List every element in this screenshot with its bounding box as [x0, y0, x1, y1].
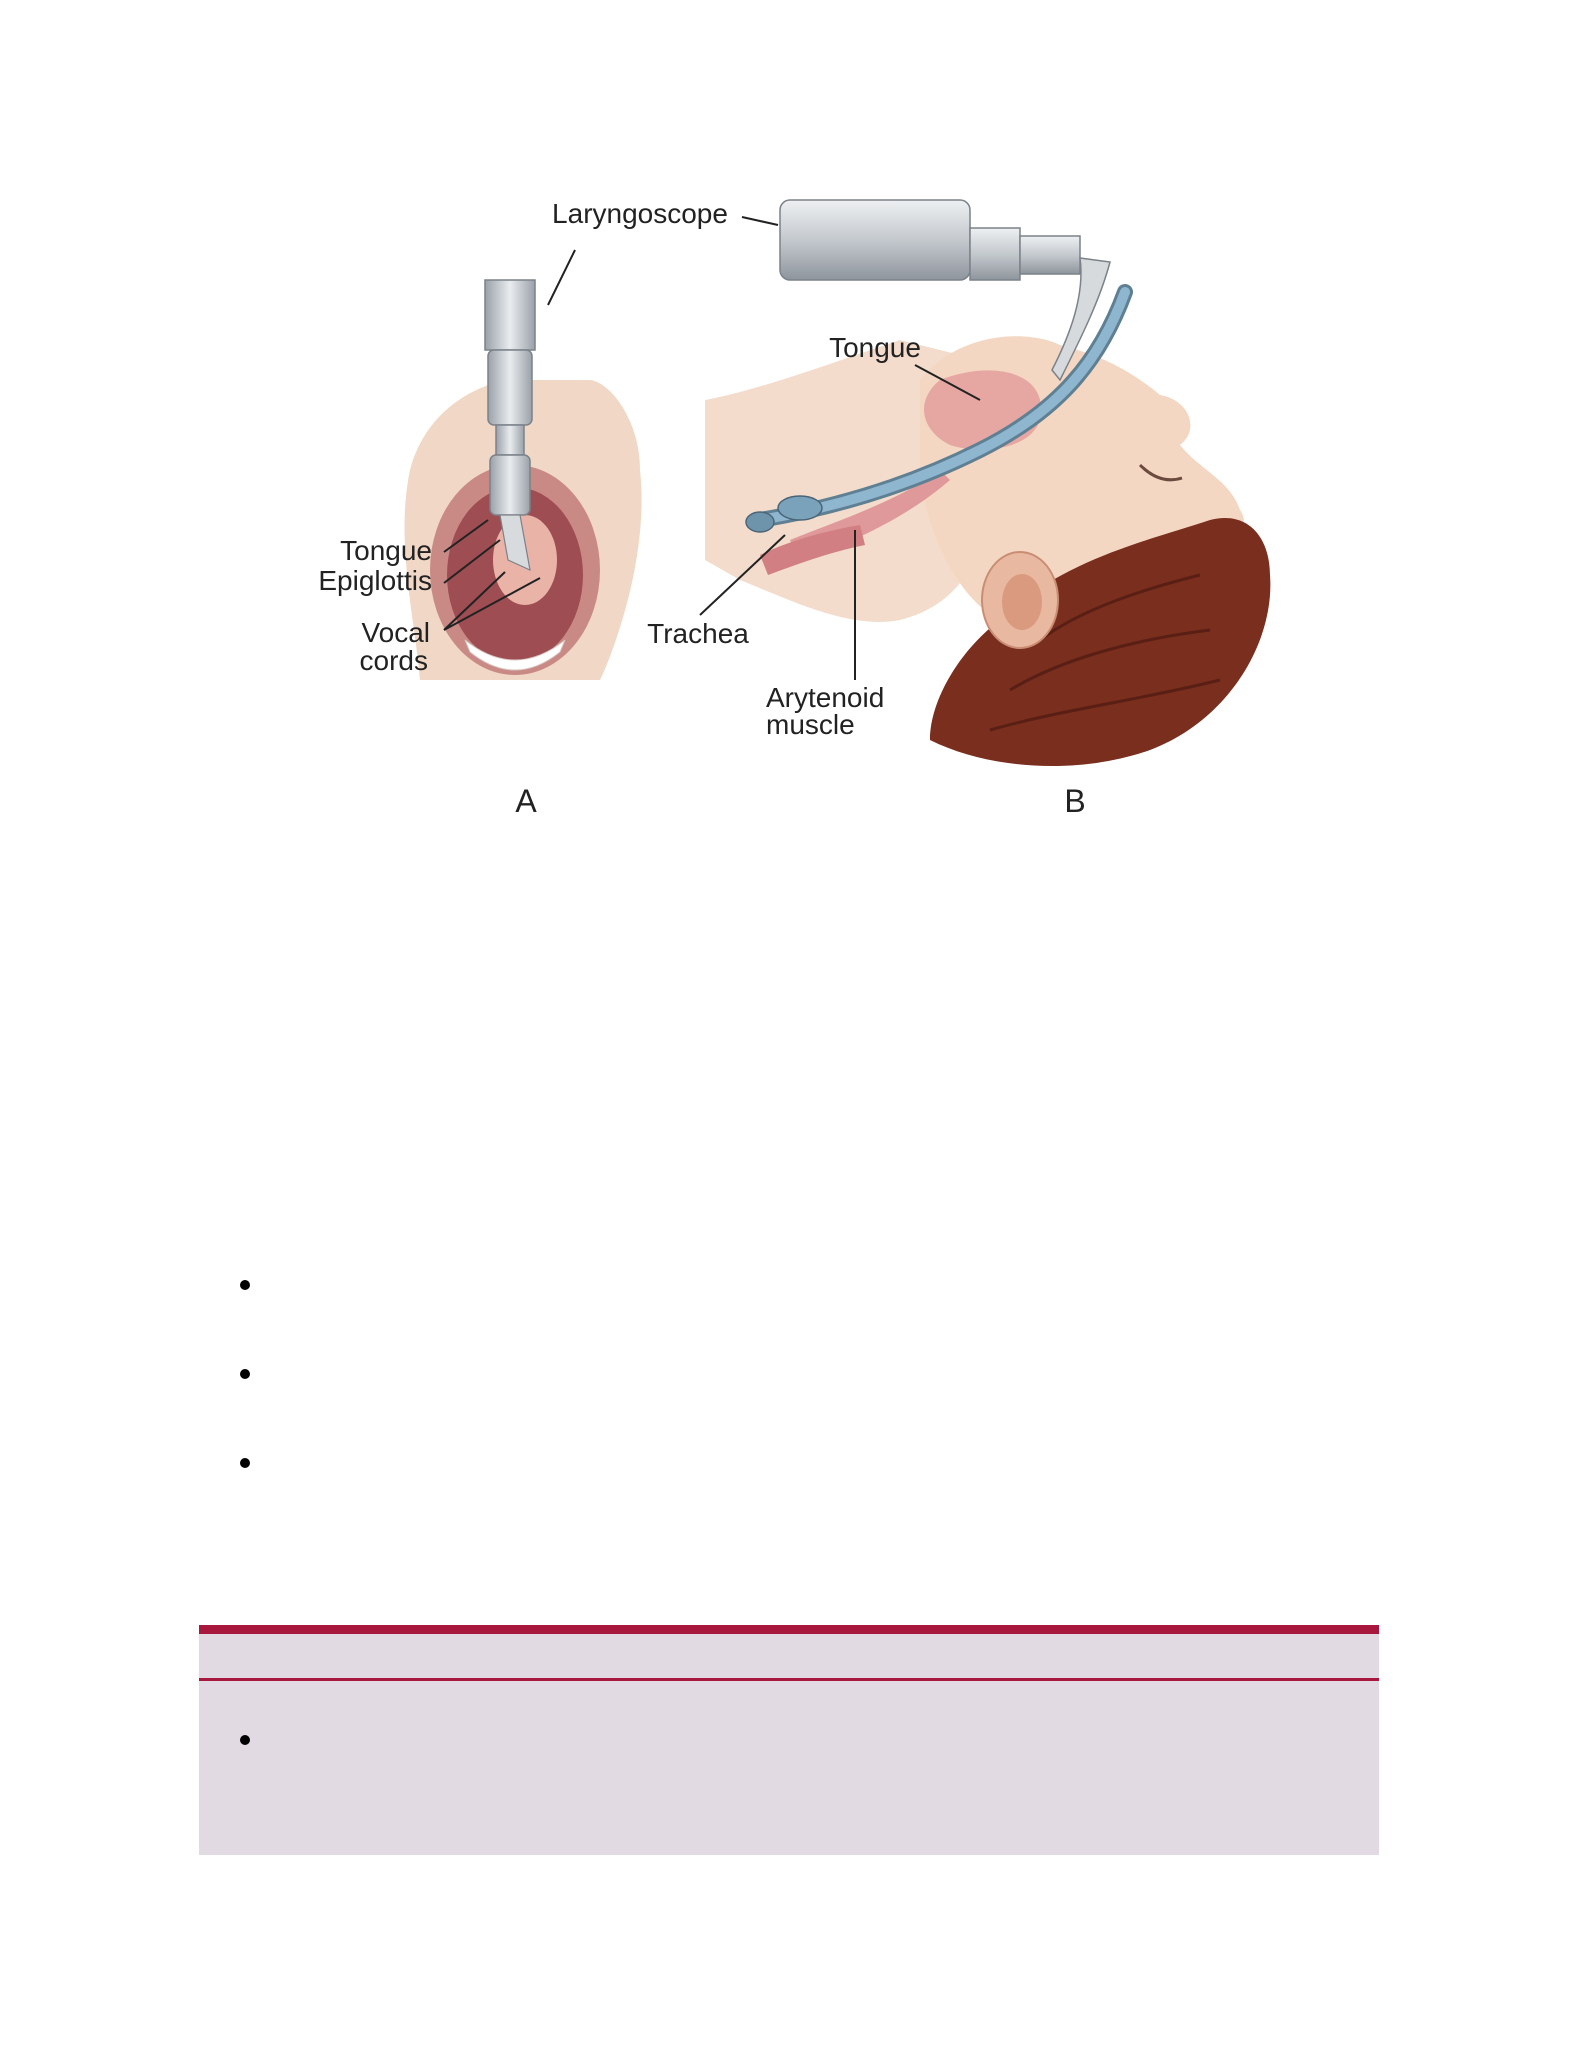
panel-label-b: B	[1064, 783, 1085, 819]
bullet-icon	[240, 1458, 250, 1468]
label-epiglottis: Epiglottis	[318, 565, 432, 596]
bullet-icon	[240, 1280, 250, 1290]
bullet-icon	[240, 1735, 250, 1745]
label-tongue-a: Tongue	[340, 535, 432, 566]
callout-top-border	[199, 1625, 1379, 1634]
panel-a-illustration: Tongue Epiglottis Vocal cords A	[318, 250, 641, 819]
panel-b-illustration: Laryngoscope Tongue Trachea Arytenoid mu…	[552, 198, 1270, 819]
label-laryngoscope: Laryngoscope	[552, 198, 728, 229]
label-tongue-b: Tongue	[829, 332, 921, 363]
label-trachea: Trachea	[647, 618, 749, 649]
label-vocal-cords-line1: Vocal	[362, 617, 431, 648]
callout-box	[199, 1625, 1379, 1855]
panel-label-a: A	[515, 783, 537, 819]
callout-divider	[199, 1678, 1379, 1681]
laryngoscopy-illustration: Tongue Epiglottis Vocal cords A	[0, 0, 1584, 900]
bullet-icon	[240, 1369, 250, 1379]
label-vocal-cords-line2: cords	[360, 645, 428, 676]
label-arytenoid-line2: muscle	[766, 709, 855, 740]
